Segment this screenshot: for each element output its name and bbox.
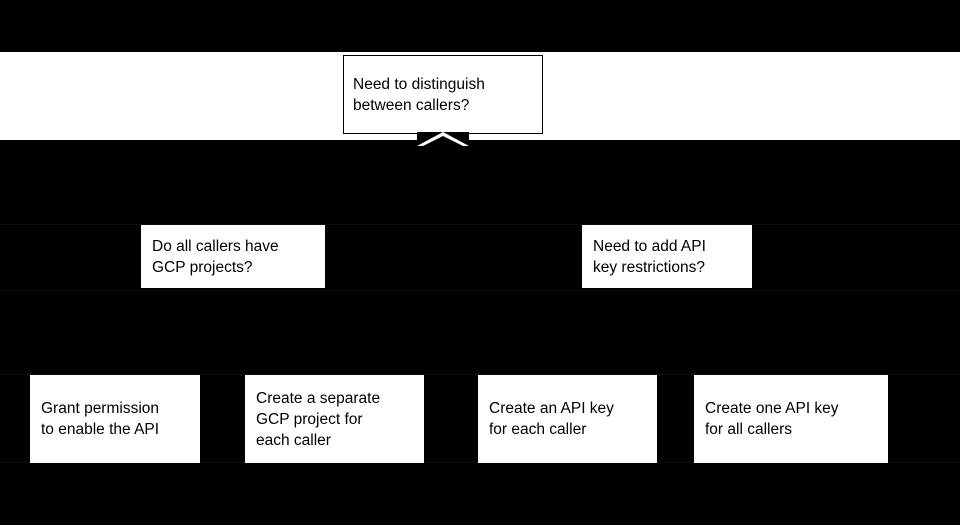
node-label: Need to distinguish between callers? bbox=[353, 75, 485, 114]
node-label: Create an API key for each caller bbox=[489, 400, 614, 438]
outcome-node-api-key-all-callers[interactable]: Create one API key for all callers bbox=[694, 375, 888, 463]
node-label: Create one API key for all callers bbox=[705, 400, 839, 438]
node-label: Grant permission to enable the API bbox=[41, 400, 160, 438]
decision-node-gcp-projects[interactable]: Do all callers have GCP projects? bbox=[141, 225, 325, 288]
node-label: Do all callers have GCP projects? bbox=[152, 237, 279, 276]
outcome-node-separate-gcp-project[interactable]: Create a separate GCP project for each c… bbox=[245, 375, 424, 463]
outcome-node-grant-permission[interactable]: Grant permission to enable the API bbox=[30, 375, 200, 463]
row-separator-upper bbox=[0, 224, 960, 225]
node-label: Need to add API key restrictions? bbox=[593, 237, 706, 276]
node-label: Create a separate GCP project for each c… bbox=[256, 389, 381, 449]
row-separator-lower bbox=[0, 374, 960, 375]
row-separator-middle bbox=[0, 290, 960, 291]
chevron-down-icon bbox=[417, 132, 469, 147]
decision-node-distinguish-callers[interactable]: Need to distinguish between callers? bbox=[343, 55, 543, 134]
outcome-node-api-key-each-caller[interactable]: Create an API key for each caller bbox=[478, 375, 657, 463]
decision-node-api-key-restrictions[interactable]: Need to add API key restrictions? bbox=[582, 225, 752, 288]
